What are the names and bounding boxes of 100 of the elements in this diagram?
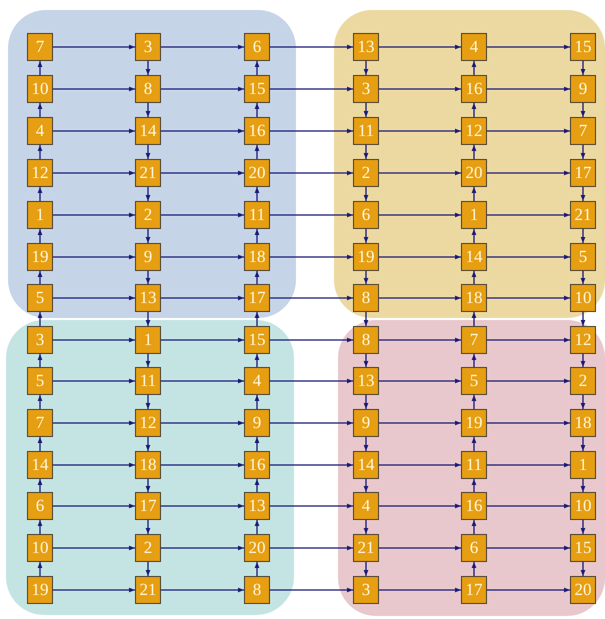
- arrow: [580, 61, 586, 75]
- group-region: [6, 320, 294, 615]
- arrow: [472, 271, 476, 284]
- arrow: [487, 420, 570, 426]
- node-box: 4: [244, 367, 270, 395]
- arrow: [146, 103, 150, 117]
- group-region: [8, 10, 296, 318]
- node-box: 5: [570, 243, 596, 271]
- node-box: 17: [244, 284, 270, 312]
- node-box: 15: [570, 534, 596, 562]
- arrow: [53, 546, 135, 550]
- arrow: [53, 378, 135, 384]
- arrow: [487, 86, 570, 92]
- node-box: 7: [27, 409, 53, 437]
- node-box: 20: [244, 159, 270, 187]
- arrow: [270, 546, 353, 550]
- node-box: 1: [461, 201, 487, 229]
- node-box: 18: [461, 284, 487, 312]
- arrow: [161, 254, 244, 260]
- node-box: 5: [27, 284, 53, 312]
- arrow: [161, 170, 244, 176]
- node-box: 8: [353, 326, 379, 354]
- node-box: 14: [353, 451, 379, 479]
- arrow: [487, 462, 570, 468]
- node-box: 5: [461, 367, 487, 395]
- arrow: [472, 187, 476, 201]
- arrow: [580, 312, 586, 326]
- node-box: 7: [461, 326, 487, 354]
- arrow: [487, 546, 570, 550]
- arrow: [254, 562, 260, 576]
- arrow: [364, 187, 368, 201]
- arrow: [254, 354, 260, 367]
- node-box: 8: [353, 284, 379, 312]
- arrow: [146, 354, 150, 367]
- arrow: [580, 479, 586, 492]
- arrow: [487, 588, 570, 592]
- arrow: [472, 395, 476, 409]
- arrow: [379, 504, 461, 508]
- node-box: 16: [461, 492, 487, 520]
- arrow: [146, 312, 150, 326]
- arrow: [38, 562, 42, 576]
- arrow: [364, 61, 368, 75]
- arrow: [53, 86, 135, 92]
- arrow: [254, 61, 260, 75]
- group-region: [334, 10, 605, 318]
- arrow: [161, 128, 244, 134]
- arrow: [38, 312, 42, 326]
- arrow: [364, 312, 368, 326]
- node-box: 7: [570, 117, 596, 145]
- arrow: [38, 271, 42, 284]
- arrow: [146, 145, 150, 159]
- arrow: [254, 395, 260, 409]
- arrow: [472, 229, 476, 243]
- arrow: [379, 546, 461, 550]
- node-box: 3: [27, 326, 53, 354]
- arrow: [270, 296, 353, 300]
- node-box: 16: [244, 117, 270, 145]
- node-box: 10: [27, 534, 53, 562]
- arrow: [270, 588, 353, 592]
- arrow: [270, 462, 353, 468]
- arrow: [38, 61, 42, 75]
- node-box: 7: [27, 33, 53, 61]
- arrow: [254, 437, 260, 451]
- node-box: 4: [461, 33, 487, 61]
- arrow: [379, 212, 461, 218]
- arrow: [580, 395, 586, 409]
- arrow: [53, 212, 135, 218]
- arrow: [487, 296, 570, 300]
- node-box: 20: [461, 159, 487, 187]
- arrow: [364, 229, 368, 243]
- arrow: [472, 312, 476, 326]
- arrow: [472, 562, 476, 576]
- arrow: [53, 588, 135, 592]
- node-box: 10: [570, 284, 596, 312]
- arrow: [580, 562, 586, 576]
- arrow: [161, 44, 244, 50]
- arrow: [53, 338, 135, 342]
- arrow: [254, 229, 260, 243]
- node-box: 4: [27, 117, 53, 145]
- arrow: [38, 103, 42, 117]
- node-box: 6: [244, 33, 270, 61]
- arrow: [146, 271, 150, 284]
- arrow: [38, 145, 42, 159]
- arrow: [364, 479, 368, 492]
- arrow: [254, 312, 260, 326]
- arrow: [270, 338, 353, 342]
- node-box: 21: [135, 576, 161, 604]
- node-box: 12: [461, 117, 487, 145]
- arrow: [487, 504, 570, 508]
- arrow: [161, 86, 244, 92]
- node-box: 21: [353, 534, 379, 562]
- arrow: [580, 187, 586, 201]
- arrow: [472, 520, 476, 534]
- arrow: [38, 479, 42, 492]
- node-box: 21: [570, 201, 596, 229]
- arrow: [379, 254, 461, 260]
- node-box: 14: [461, 243, 487, 271]
- arrow: [487, 128, 570, 134]
- arrow: [270, 44, 353, 50]
- node-box: 9: [353, 409, 379, 437]
